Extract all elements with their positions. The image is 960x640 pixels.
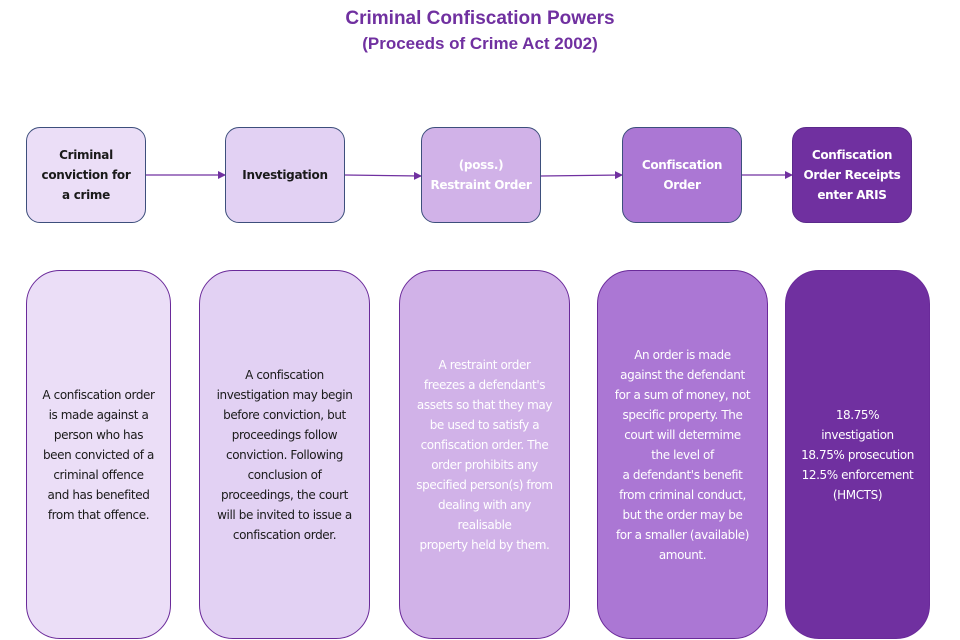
stage-label: (poss.) Restraint Order: [430, 158, 532, 192]
stage-description: A confiscation order is made against a p…: [42, 387, 155, 522]
diagram-subtitle: (Proceeds of Crime Act 2002): [362, 34, 598, 53]
description-box-aris-receipts: 18.75% investigation 18.75% prosecution …: [785, 270, 930, 639]
description-box-confiscation-order: An order is made against the defendant f…: [597, 270, 768, 639]
stage-description: An order is made against the defendant f…: [614, 347, 751, 562]
stage-description: A confiscation investigation may begin b…: [216, 367, 353, 542]
stage-box-conviction: Criminal conviction for a crime: [26, 127, 146, 223]
stage-label: Confiscation Order: [641, 158, 723, 192]
stage-box-aris-receipts: Confiscation Order Receipts enter ARIS: [792, 127, 912, 223]
description-box-restraint-order: A restraint order freezes a defendant's …: [399, 270, 570, 639]
arrow-restraint-to-confiscation: [540, 171, 623, 180]
stage-description: 18.75% investigation 18.75% prosecution …: [801, 407, 914, 502]
description-box-conviction: A confiscation order is made against a p…: [26, 270, 171, 639]
stage-box-investigation: Investigation: [225, 127, 345, 223]
stage-label: Criminal conviction for a crime: [41, 148, 131, 202]
stage-label: Investigation: [242, 168, 328, 182]
stage-label: Confiscation Order Receipts enter ARIS: [803, 148, 901, 202]
diagram-title: Criminal Confiscation Powers: [345, 8, 615, 29]
stage-box-confiscation-order: Confiscation Order: [622, 127, 742, 223]
stage-description: A restraint order freezes a defendant's …: [416, 357, 553, 552]
arrow-investigation-to-restraint: [344, 171, 422, 180]
description-box-investigation: A confiscation investigation may begin b…: [199, 270, 370, 639]
stage-box-restraint-order: (poss.) Restraint Order: [421, 127, 541, 223]
